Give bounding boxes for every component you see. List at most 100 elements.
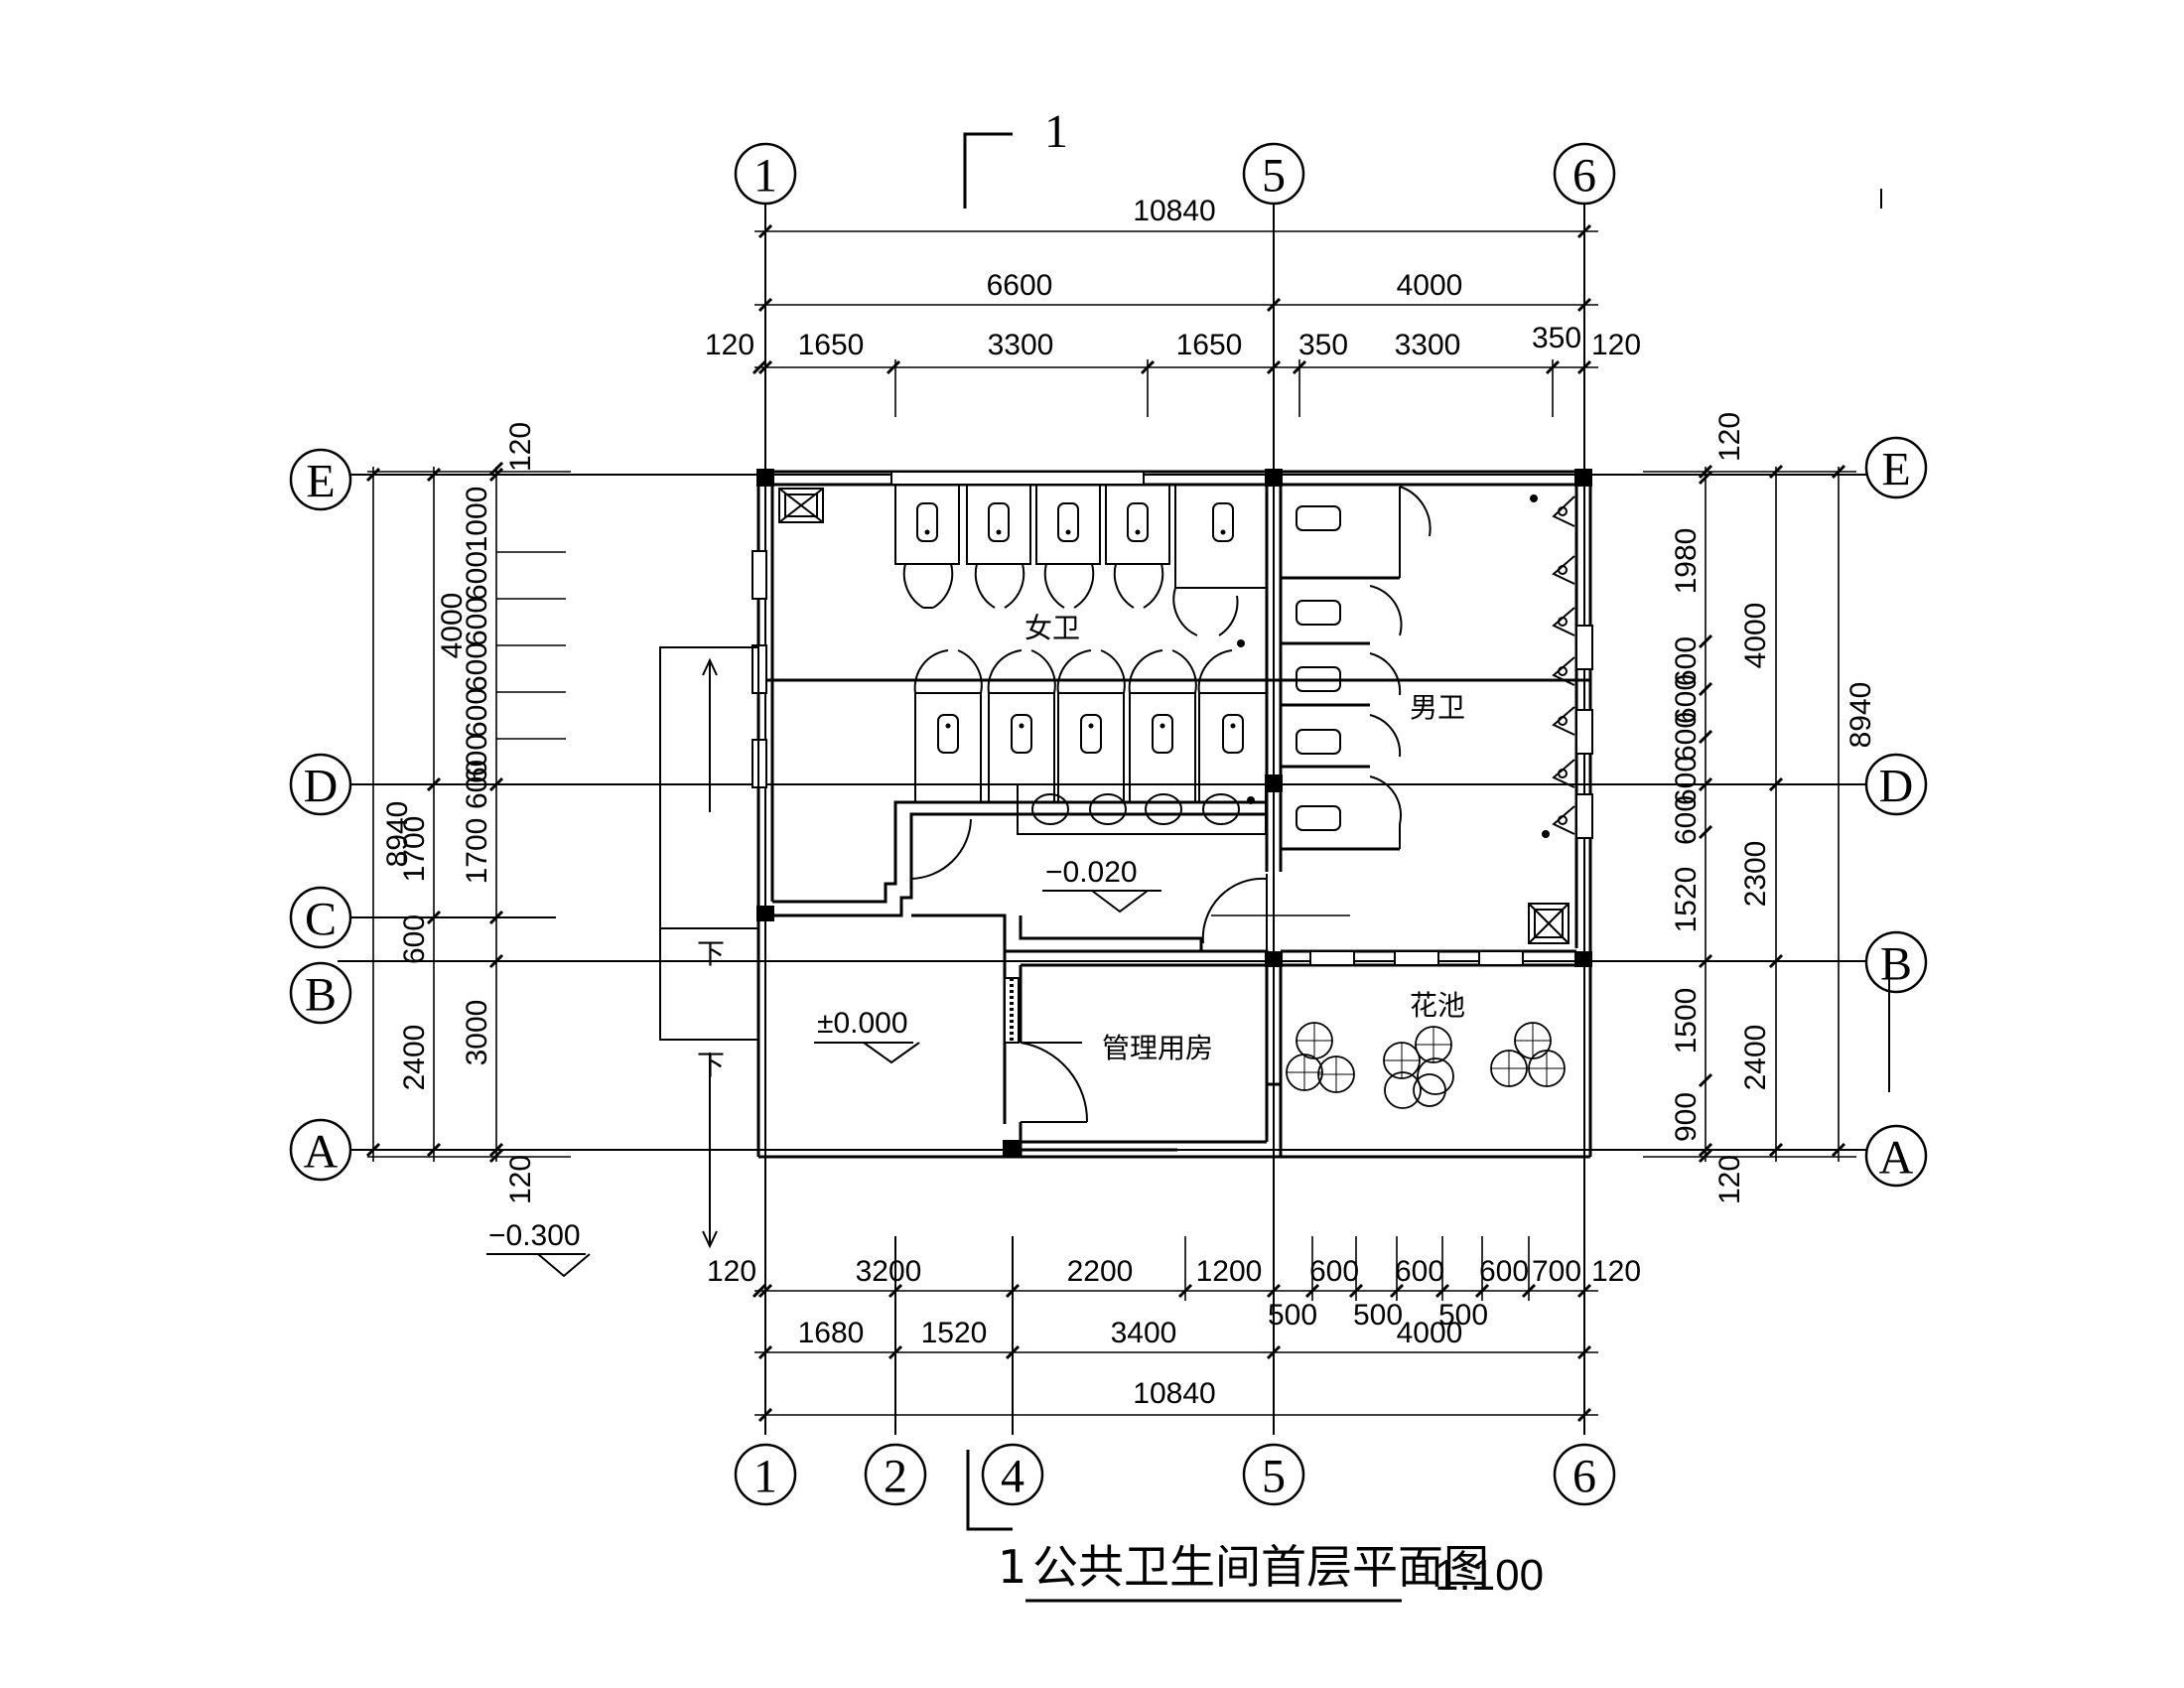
dim-top-6600: 6600 (987, 269, 1053, 302)
dim-bottom-detail: 700 (1532, 1255, 1581, 1288)
section-marks (963, 132, 1890, 1531)
axis-top-1-bubble (734, 142, 797, 206)
room-labels: 女卫 男卫 管理用房 花池 (1024, 612, 1465, 1064)
dim-left-mid: 4000 (436, 593, 469, 659)
axis-left-C-bubble (289, 886, 352, 949)
axis-bottom-1-bubble (734, 1443, 797, 1506)
axis-right-D-bubble (1864, 753, 1928, 816)
axis-label: 1 (753, 150, 777, 203)
axis-label: B (305, 969, 337, 1022)
dim-top-detail: 1650 (1176, 329, 1243, 361)
elevation-outside: −0.300 (488, 1219, 581, 1252)
right-dimension-texts: 120 1980 600 600 600 600 600 1520 1500 9… (1670, 412, 1877, 1204)
wash-basins (1017, 783, 1267, 835)
dim-right-inner: 600 (1670, 674, 1703, 724)
urinals (1552, 495, 1575, 835)
dim-bottom-mid: 3400 (1111, 1317, 1177, 1349)
dim-left-mid: 3000 (461, 1000, 493, 1066)
dim-right-mid: 2300 (1739, 841, 1772, 908)
dim-bottom-detail: 600 (1309, 1255, 1359, 1288)
dim-bottom-sub: 500 (1438, 1299, 1488, 1332)
section-mark-label: 1 (1044, 105, 1068, 158)
dim-top-detail: 120 (705, 329, 754, 361)
axis-right-B-bubble (1864, 930, 1928, 994)
axis-label: 6 (1572, 150, 1596, 203)
dim-right-inner: 600 (1670, 636, 1703, 686)
dim-top-4000: 4000 (1397, 269, 1463, 302)
room-men-label: 男卫 (1410, 691, 1465, 724)
axis-right-E-bubble (1864, 436, 1928, 499)
room-office-label: 管理用房 (1102, 1032, 1213, 1064)
dim-left-inner: 120 (504, 422, 537, 472)
dim-right-inner: 120 (1713, 1155, 1746, 1204)
left-dimension-lines (365, 461, 571, 1164)
entrance-ramp (659, 646, 759, 1249)
mop-sinks (778, 488, 1570, 944)
dim-right-inner: 1520 (1670, 867, 1703, 933)
axis-bubble-labels: 1 5 6 1 2 4 5 6 E D C B A E D B A (304, 150, 1914, 1503)
dim-top-detail: 350 (1532, 322, 1581, 354)
axis-label: D (1879, 761, 1914, 813)
dim-bottom-detail: 600 (1479, 1255, 1529, 1288)
axis-top-5-bubble (1242, 142, 1305, 206)
axis-bottom-5-bubble (1242, 1443, 1305, 1506)
axis-label: E (306, 456, 335, 508)
planter-shrubs (1286, 1022, 1566, 1109)
bottom-dimension-lines (751, 1236, 1598, 1423)
dim-bottom-detail: 1200 (1196, 1255, 1263, 1288)
dim-left-inner: 600 (461, 688, 493, 738)
axis-label: D (304, 761, 339, 813)
dim-left-outer: 8940 (381, 801, 414, 868)
dim-top-detail: 3300 (1395, 329, 1461, 361)
pan-drains (924, 494, 1550, 838)
axis-label: 1 (753, 1451, 777, 1503)
stairs-down-label: 下 (697, 1049, 725, 1081)
room-women-label: 女卫 (1024, 612, 1080, 644)
axis-left-A-bubble (289, 1118, 352, 1182)
dim-right-outer: 8940 (1844, 682, 1877, 749)
dim-bottom-mid: 1520 (921, 1317, 988, 1349)
dim-right-inner: 600 (1670, 712, 1703, 762)
axis-top-6-bubble (1553, 142, 1616, 206)
dim-left-inner: 600 (461, 642, 493, 692)
dim-bottom-detail: 3200 (856, 1255, 922, 1288)
dim-left-inner: 600 (461, 734, 493, 783)
dim-right-inner: 900 (1670, 1092, 1703, 1142)
dim-left-inner: 600 (461, 760, 493, 809)
axis-label: B (1880, 938, 1912, 991)
drawing-title: 1 公共卫生间首层平面图 1:100 (998, 1540, 1544, 1603)
axis-label: 6 (1572, 1451, 1596, 1503)
dim-bottom-sub: 500 (1268, 1299, 1317, 1332)
dim-top-detail: 350 (1298, 329, 1348, 361)
dim-bottom-mid: 1680 (798, 1317, 865, 1349)
axis-label: 5 (1262, 150, 1286, 203)
axis-bottom-4-bubble (981, 1443, 1044, 1506)
dim-left-inner: 600 (461, 597, 493, 646)
right-dimension-lines (1643, 464, 1866, 1164)
men-stalls (1201, 486, 1432, 951)
dim-bottom-total: 10840 (1133, 1377, 1215, 1410)
axis-label: A (1879, 1132, 1914, 1185)
dim-top-detail: 1650 (798, 329, 865, 361)
dim-left-inner: 1000 (461, 487, 493, 553)
dim-bottom-mid: 4000 (1397, 1317, 1463, 1349)
women-stalls-south (913, 649, 1268, 803)
dim-bottom-sub: 500 (1353, 1299, 1403, 1332)
dim-left-mid: 1700 (398, 816, 431, 883)
dim-left-inner: 600 (461, 551, 493, 601)
dim-bottom-detail: 120 (707, 1255, 756, 1288)
stairs-down-label: 下 (697, 937, 725, 970)
axis-label: A (304, 1126, 339, 1179)
dim-right-mid: 2400 (1739, 1025, 1772, 1091)
elevation-entry: ±0.000 (817, 1007, 908, 1040)
dim-bottom-detail: 2200 (1067, 1255, 1134, 1288)
dim-bottom-detail: 120 (1591, 1255, 1641, 1288)
axis-label: 5 (1262, 1451, 1286, 1503)
dim-right-mid: 4000 (1739, 603, 1772, 669)
elevation-hall: −0.020 (1045, 856, 1138, 889)
dim-left-inner: 120 (504, 1155, 537, 1204)
room-planter-label: 花池 (1410, 989, 1465, 1022)
title-scale: 1:100 (1434, 1551, 1544, 1600)
dim-top-total: 10840 (1133, 195, 1215, 227)
doors (910, 816, 1350, 1123)
